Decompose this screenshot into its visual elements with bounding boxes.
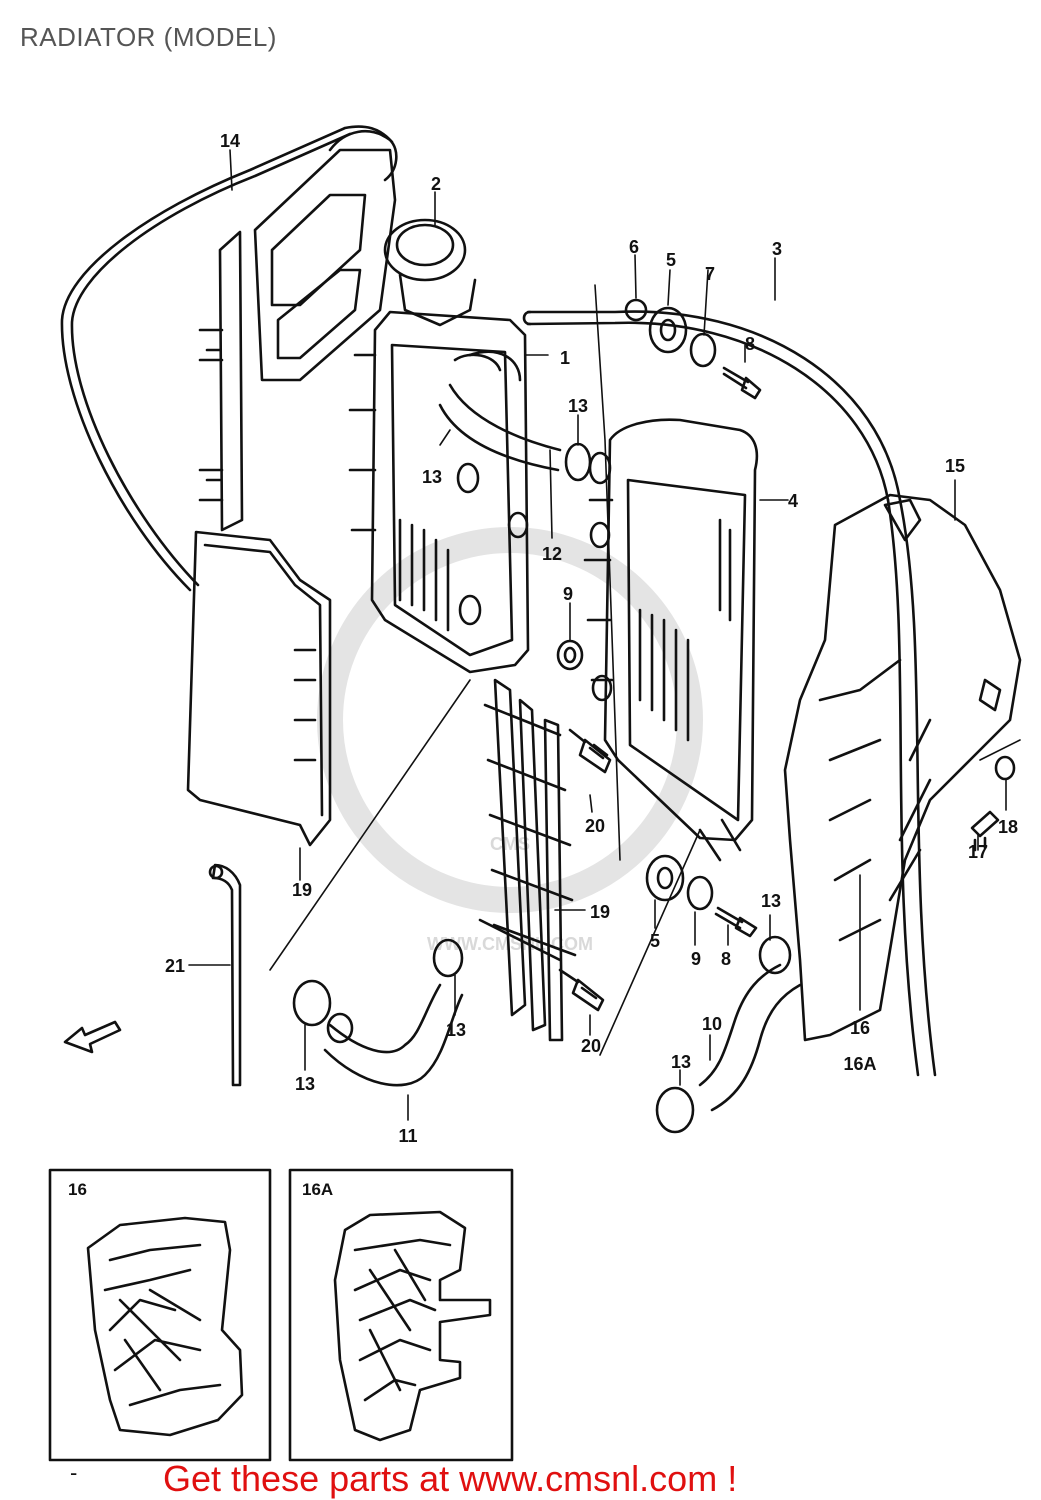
- part-12-hose: [438, 353, 562, 472]
- upper-hardware: [624, 298, 762, 400]
- watermark-logo: CMS: [490, 834, 530, 854]
- part-13-clamp-hose-right: [655, 1086, 695, 1134]
- part-14-shroud-edge-inner: [70, 132, 352, 587]
- callout-12: 12: [542, 544, 562, 564]
- cmsnl-parts-link[interactable]: Get these parts at www.cmsnl.com !: [163, 1458, 738, 1499]
- part-21-stay: [208, 863, 242, 1087]
- inset-label-16: 16: [68, 1180, 87, 1199]
- callout-11: 11: [398, 1126, 417, 1146]
- callout-13-right-top: 13: [761, 891, 781, 911]
- callout-3: 3: [772, 239, 782, 259]
- callout-9-lower: 9: [691, 949, 701, 969]
- part-7-washer: [689, 332, 717, 368]
- part-20-nut-upper: [568, 728, 612, 774]
- part-9-grommet-upper: [556, 639, 584, 671]
- part-13-clamp-hose-left: [292, 979, 332, 1027]
- part-8-bolt-lower: [714, 906, 758, 938]
- part-10-lower-hose: [655, 935, 802, 1134]
- callout-18: 18: [998, 817, 1018, 837]
- callout-17: 17: [968, 842, 988, 862]
- part-1-left-radiator: [348, 310, 530, 674]
- part-8-bolt: [722, 366, 762, 400]
- callout-10: 10: [702, 1014, 722, 1034]
- callout-13-hose-left-bottom: 13: [295, 1074, 315, 1094]
- callout-4: 4: [788, 491, 798, 511]
- callout-15: 15: [945, 456, 965, 476]
- part-6-collar: [624, 298, 648, 322]
- part-14-shroud-edge: [60, 125, 394, 592]
- part-19-center-guard: [478, 678, 577, 1042]
- callout-8-lower: 8: [721, 949, 731, 969]
- inset-box-16a: [288, 1168, 514, 1462]
- callout-20-upper: 20: [585, 816, 605, 836]
- callout-labels: 14 2 6 5 7 3 8 1 13 13 4 15 12 9 20 18 1…: [68, 131, 1018, 1199]
- inset-box-16: [48, 1168, 272, 1462]
- callout-13-hose-right-bottom: 13: [671, 1052, 691, 1072]
- inset-label-16a: 16A: [302, 1180, 333, 1199]
- footer-dash: -: [70, 1460, 78, 1485]
- callout-13-left: 13: [422, 467, 442, 487]
- callout-8-upper: 8: [745, 334, 755, 354]
- part-13-clamp-center: [564, 442, 612, 485]
- part-14-duct: [253, 130, 398, 382]
- inset-16a-shroud-drawing: [333, 1210, 492, 1442]
- callout-5-upper: 5: [666, 250, 676, 270]
- callout-13-center: 13: [568, 396, 588, 416]
- part-5-grommet: [648, 306, 688, 354]
- part-15-shroud: [783, 493, 1022, 1042]
- lower-hardware: [645, 854, 758, 938]
- callout-5-lower: 5: [650, 931, 660, 951]
- watermark-url: WWW.CMSNL.COM: [427, 934, 593, 954]
- part-13-clamp-hose-right-top: [758, 935, 792, 975]
- part-13-clamp-hose-left-top: [432, 938, 464, 978]
- leader-lines: [188, 149, 1021, 1121]
- callout-21: 21: [165, 956, 185, 976]
- page-title: RADIATOR (MODEL): [20, 22, 277, 52]
- callout-16: 16: [850, 1018, 870, 1038]
- callout-16a: 16A: [843, 1054, 876, 1074]
- part-17-bolt: [970, 810, 1000, 852]
- part-11-lower-hose: [292, 938, 464, 1087]
- part-9-washer-lower: [686, 875, 714, 911]
- callout-20-lower: 20: [581, 1036, 601, 1056]
- part-19-left-guard: [186, 530, 332, 847]
- part-14-side-bracket: [198, 230, 244, 532]
- part-5-grommet-lower: [645, 854, 685, 902]
- part-2-radiator-cap: [383, 218, 477, 327]
- front-arrow: [63, 1020, 122, 1054]
- callout-13-hose-left: 13: [446, 1020, 466, 1040]
- part-20-nut-lower: [558, 968, 605, 1012]
- callout-1: 1: [560, 348, 570, 368]
- callout-19-left: 19: [292, 880, 312, 900]
- callout-19-center: 19: [590, 902, 610, 922]
- callout-7: 7: [705, 264, 715, 284]
- callout-14: 14: [220, 131, 240, 151]
- callout-6: 6: [629, 237, 639, 257]
- callout-2: 2: [431, 174, 441, 194]
- inset-16-shroud-drawing: [86, 1216, 244, 1437]
- part-18-washer: [994, 755, 1016, 781]
- callout-9-upper: 9: [563, 584, 573, 604]
